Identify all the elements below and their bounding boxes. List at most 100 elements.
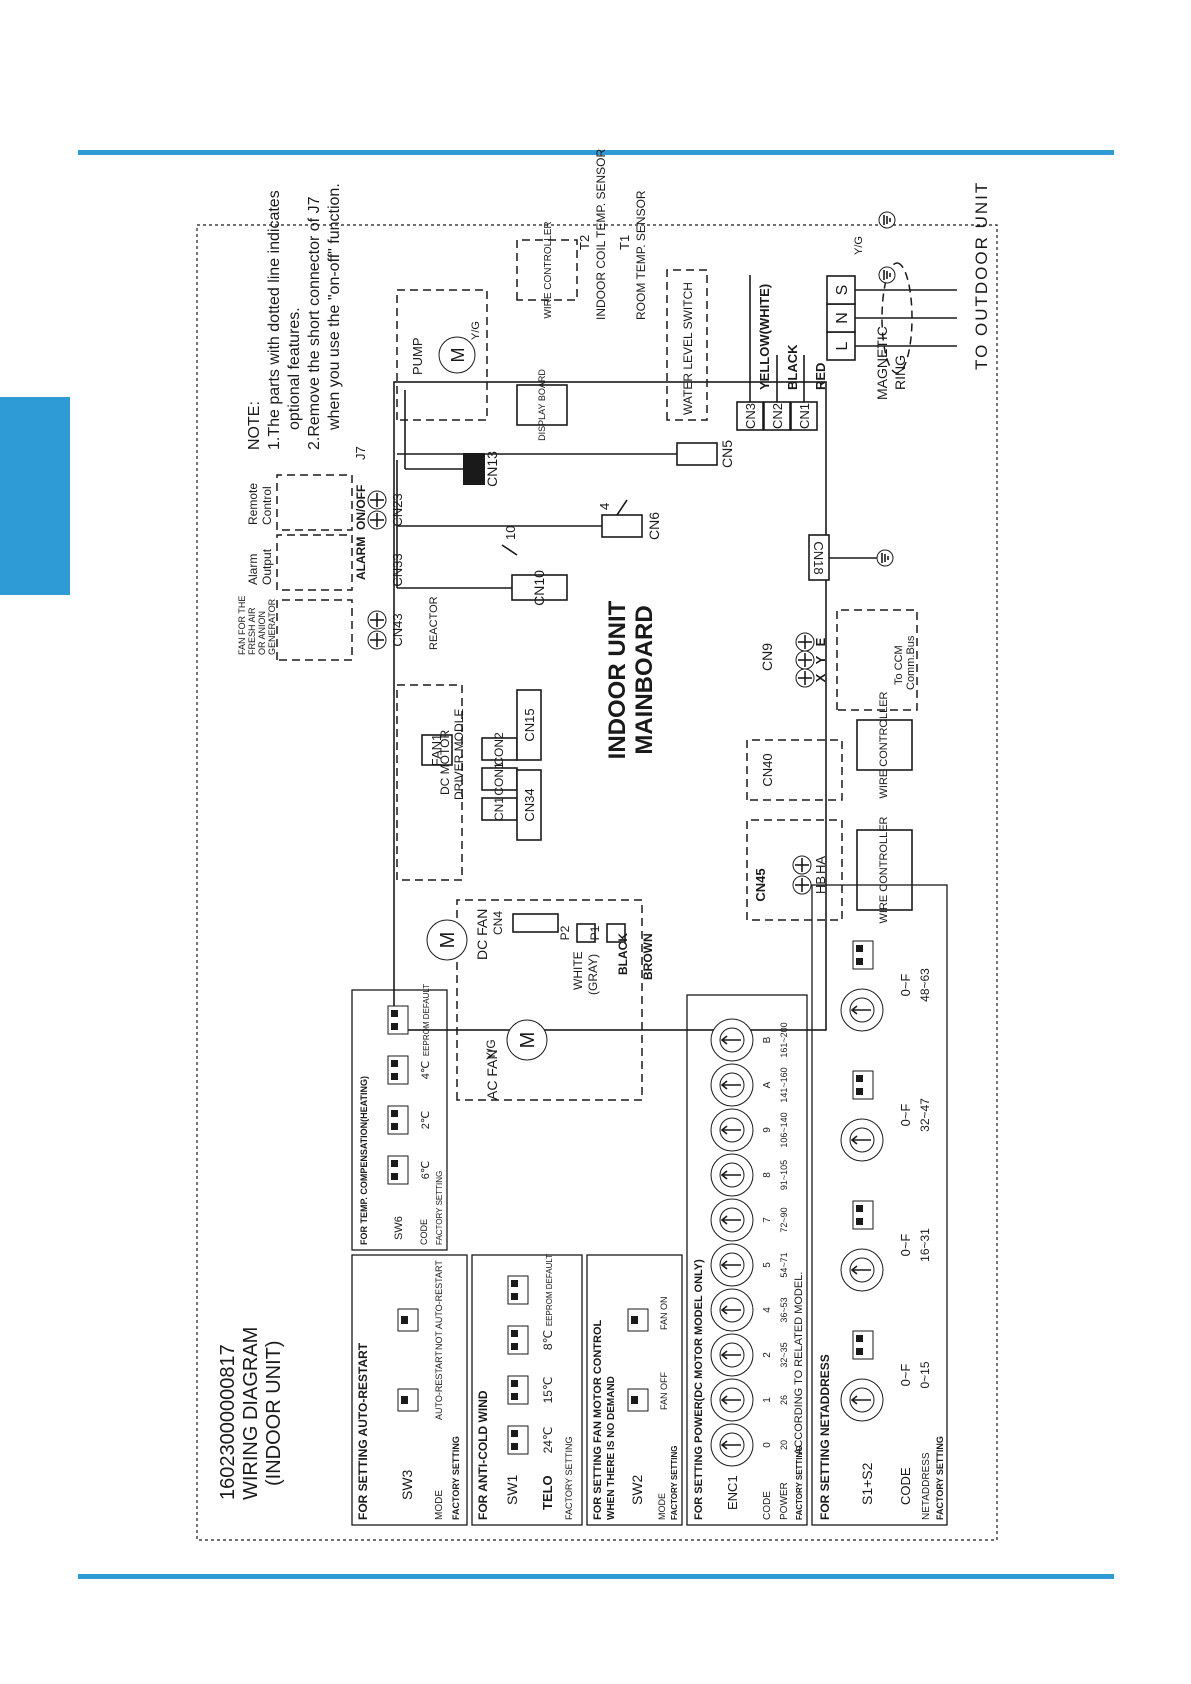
onoff-label: ON/OFF (354, 485, 368, 530)
side-tab (0, 397, 70, 595)
terminal-ha (792, 855, 812, 875)
cn1-dc-label: CN1 (492, 797, 506, 821)
ground-icon (876, 549, 894, 567)
dc-motor-box (396, 684, 463, 881)
netaddress-rotary-switch (840, 1378, 884, 1422)
enc1-power: 20 (779, 1440, 789, 1450)
enc1-table (686, 994, 808, 1526)
dc-motor-2: DRIVER MODLE (452, 709, 466, 800)
enc1-code-label: CODE (762, 1491, 773, 1520)
wire-controller-2-label: WIRE CONTROLLER (878, 691, 890, 798)
netaddress-code: 0~F (898, 1364, 913, 1387)
sw3-mode-2: NOT AUTO-RESTART (434, 1260, 444, 1350)
cn15-connector (516, 689, 542, 761)
cn23-label: CN23 (390, 493, 405, 526)
display-board-label: DISPLAY BOARD (537, 369, 547, 441)
sw1-telo: TELO (540, 1475, 555, 1510)
enc1-code: 4 (762, 1307, 773, 1313)
sw6-dip-2 (387, 1105, 409, 1135)
enc1-power: 106~140 (779, 1112, 789, 1147)
enc1-name: ENC1 (725, 1475, 740, 1510)
terminal-y (795, 650, 815, 670)
netaddress-fs-label: FACTORY SETTING (935, 1436, 945, 1520)
cn15-label: CN15 (522, 708, 537, 741)
t2-label: T2 (577, 235, 592, 250)
wire-controller-1-label: WIRE CONTROLLER (543, 221, 554, 318)
sw6-dip-3 (387, 1055, 409, 1085)
sw2-title-2: WHEN THERE IS NO DEMAND (606, 1376, 617, 1520)
t1-label: T1 (617, 235, 632, 250)
sw3-dip-2 (397, 1308, 419, 1332)
netaddress-dip-switch (852, 1330, 874, 1360)
sw2-fs-label: FACTORY SETTING (670, 1445, 679, 1520)
sw6-code-label: CODE (419, 1219, 429, 1245)
netaddress-title: FOR SETTING NETADDRESS (818, 1354, 832, 1520)
sw6-fs-label: FACTORY SETTING (435, 1171, 444, 1245)
terminal-s-label: S (834, 285, 851, 296)
note-line-3: 2.Remove the short connector of J7 (306, 196, 323, 450)
enc1-rotary-switch (710, 1153, 754, 1197)
enc1-power: 141~160 (779, 1067, 789, 1102)
terminal-n-label: N (834, 312, 851, 324)
dc-fan-motor (426, 919, 468, 961)
cn4-connector (512, 913, 559, 933)
enc1-rotary-switch (710, 1018, 754, 1062)
enc1-code: 2 (762, 1352, 773, 1358)
indoor-unit-mainboard (393, 381, 827, 1031)
netaddress-dip-switch (852, 940, 874, 970)
enc1-code: 5 (762, 1262, 773, 1268)
netaddress-rotary-switch (840, 988, 884, 1032)
ccm-label-2: Comm.Bus (905, 635, 917, 690)
enc1-code: 9 (762, 1127, 773, 1133)
mainboard-label-1: INDOOR UNIT (604, 600, 631, 759)
sw1-title: FOR ANTI-COLD WIND (476, 1390, 490, 1520)
enc1-rotary-switch (710, 1243, 754, 1287)
wire-controller-1 (516, 239, 578, 301)
sw2-mode-2: FAN ON (659, 1296, 669, 1330)
pump-m: M (448, 348, 468, 363)
display-board (516, 384, 568, 426)
cn9-label: CN9 (759, 643, 775, 671)
ac-fan-label: AC FAN (484, 1049, 500, 1100)
p1-connector (606, 923, 626, 943)
enc1-rotary-switch (710, 1288, 754, 1332)
enc1-power: 91~105 (779, 1160, 789, 1190)
netaddress-code: 0~F (898, 1104, 913, 1127)
netaddress-code-label: CODE (898, 1467, 913, 1505)
sw2-title-1: FOR SETTING FAN MOTOR CONTROL (592, 1319, 604, 1520)
pump-label: PUMP (410, 337, 425, 375)
white-gray-1: WHITE (571, 951, 585, 990)
enc1-code: 1 (762, 1397, 773, 1403)
header-rule (78, 150, 1114, 155)
enc1-power: 32~35 (779, 1342, 789, 1367)
terminal-l-label: L (834, 341, 851, 350)
p2-connector (576, 923, 596, 943)
ha-label: HA (813, 856, 828, 874)
cn13-label: CN13 (484, 451, 500, 487)
cn10-label: CN10 (531, 570, 547, 606)
cn10-pins: 10 (503, 526, 518, 540)
mainboard-label-2: MAINBOARD (631, 605, 658, 754)
enc1-code: 8 (762, 1172, 773, 1178)
sw6-dip-4 (387, 1005, 409, 1035)
terminal-cn23-1 (367, 510, 387, 530)
sw2-table (586, 1254, 683, 1526)
sw3-fs-label: FACTORY SETTING (451, 1436, 461, 1520)
sw6-code-2: 2℃ (420, 1111, 432, 1129)
diagram-title: WIRING DIAGRAM (240, 1327, 262, 1500)
fresh-air-box (276, 599, 353, 661)
x-label: X (813, 673, 828, 682)
sw6-code-3: 4℃ (420, 1061, 432, 1079)
ground-icon (878, 211, 896, 229)
enc1-factory: ACCORDING TO RELATED MODEL. (793, 1272, 805, 1455)
cn3-label: CN3 (743, 403, 758, 429)
remote-1: Remote (246, 483, 260, 525)
wire-brown-ac: BROWN (641, 933, 655, 980)
diagram-code: 16023000000817 (217, 1344, 239, 1500)
cn6-label: CN6 (646, 512, 662, 540)
enc1-code: 0 (762, 1442, 773, 1448)
remote-2: Control (260, 486, 274, 525)
sw1-temp-1: 24℃ (541, 1427, 555, 1454)
sw1-name: SW1 (504, 1474, 520, 1505)
fan-fresh-3: OR ANION (257, 611, 267, 655)
